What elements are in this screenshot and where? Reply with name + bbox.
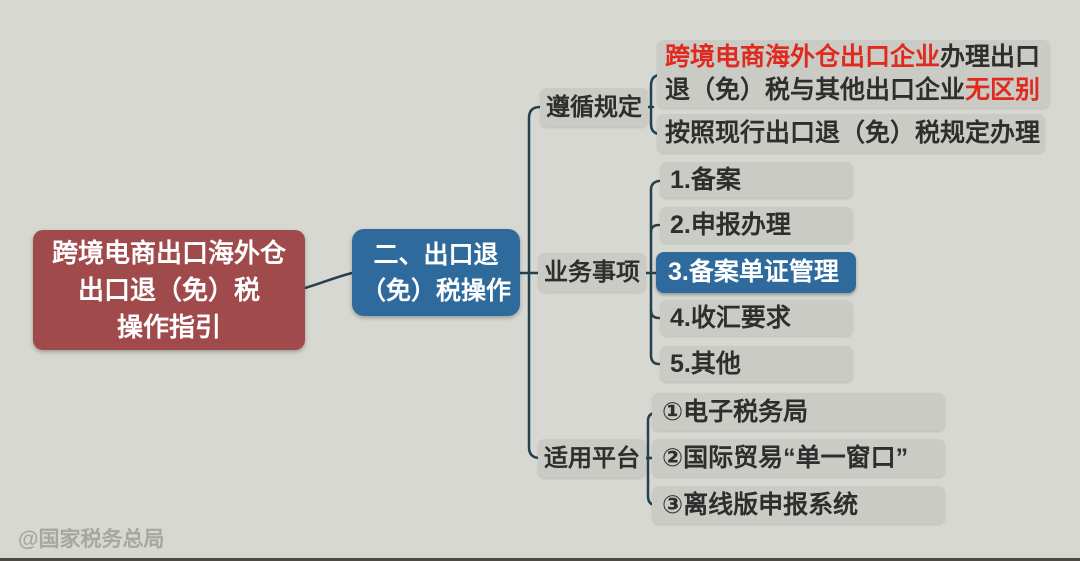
root-topic-line-3: 操作指引 [116,312,221,342]
business-item-document-management-highlighted: 3.备案单证管理 [656,252,856,293]
text-segment: 退（免）税与其他出口企业 [665,76,966,104]
bottom-edge-strip [0,558,1080,561]
branch-label-platforms: 适用平台 [538,439,646,478]
business-item-other: 5.其他 [660,346,853,382]
watermark-tax-administration: @国家税务总局 [18,528,165,551]
root-topic-line-2: 出口退（免）税 [77,275,260,305]
main-topic-line-2: （免）税操作 [360,277,511,305]
rules-item-no-difference: 跨境电商海外仓出口企业办理出口退（免）税与其他出口企业无区别 [657,40,1050,108]
rules-item-current-regulations: 按照现行出口退（免）税规定办理 [657,114,1045,153]
platform-item-offline-system: ③离线版申报系统 [652,486,945,524]
emphasis-text-segment: 跨境电商海外仓出口企业 [665,43,941,71]
business-item-filing: 1.备案 [660,162,853,198]
branch-label-business-matters: 业务事项 [538,253,646,292]
root-topic-line-1: 跨境电商出口海外仓 [51,238,286,268]
branch-label-rules: 遵循规定 [540,88,648,127]
main-topic-line-1: 二、出口退 [373,241,499,269]
root-topic-box: 跨境电商出口海外仓 出口退（免）税 操作指引 [33,230,305,350]
platform-item-etax-bureau: ①电子税务局 [652,393,945,431]
business-item-declaration: 2.申报办理 [660,207,853,243]
main-topic-box: 二、出口退 （免）税操作 [352,229,520,316]
emphasis-text-segment: 无区别 [965,76,1041,104]
business-item-forex-receipt: 4.收汇要求 [660,300,853,336]
platform-item-single-window: ②国际贸易“单一窗口” [652,439,945,477]
text-segment: 办理出口 [940,43,1041,71]
